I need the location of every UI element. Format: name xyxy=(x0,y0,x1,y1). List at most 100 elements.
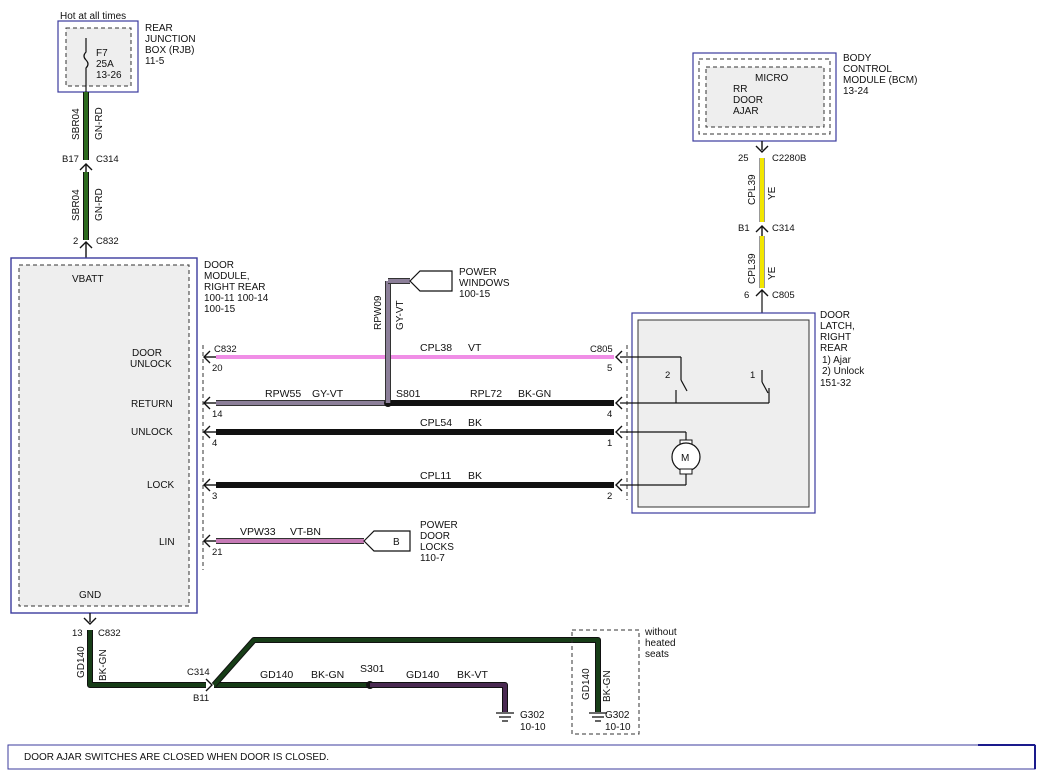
switch-2-blade xyxy=(680,379,688,392)
wire-vpw33-circuit: VPW33 xyxy=(240,526,276,538)
wire-gd140-b-circuit: GD140 xyxy=(406,669,439,681)
pin-2: 2 xyxy=(73,236,78,247)
connector-c832-bottom-symbol xyxy=(83,617,97,625)
power-door-locks-label-3: LOCKS xyxy=(420,542,454,553)
pin-20: 20 xyxy=(212,363,223,374)
wire-rpw09-color: GY-VT xyxy=(395,300,406,330)
rjb-label-1: REAR xyxy=(145,23,173,34)
power-door-locks-label-4: 110-7 xyxy=(420,553,445,564)
wire-gd140-vertical-circuit: GD140 xyxy=(76,646,87,678)
bcm-micro-box xyxy=(705,66,825,128)
without-heated-seats-box xyxy=(571,629,640,735)
wire-sbr04-bottom-color: GN-RD xyxy=(94,188,105,221)
pin-2-right-symbol xyxy=(615,478,623,492)
connector-c832-bottom: C832 xyxy=(98,628,121,639)
connector-c314-bottom-symbol xyxy=(205,678,213,692)
pin-b1: B1 xyxy=(738,223,750,234)
wire-cpl39-top-circuit: CPL39 xyxy=(747,174,758,205)
connector-c2280b-symbol xyxy=(755,145,769,153)
bcm-micro: MICRO xyxy=(755,73,789,84)
wire-rpw55-color: GY-VT xyxy=(312,388,344,400)
motor-label: M xyxy=(681,453,689,464)
wire-cpl39-top-color: YE xyxy=(767,186,778,200)
power-door-locks-label-2: DOOR xyxy=(420,531,450,542)
latch-label-4: REAR xyxy=(820,343,848,354)
door-module-label-1: DOOR xyxy=(204,260,234,271)
without-heated-seats-2: heated xyxy=(645,638,676,649)
connector-c805-top: C805 xyxy=(772,290,795,301)
latch-label-3: RIGHT xyxy=(820,332,851,343)
power-windows-label-1: POWER xyxy=(459,267,497,278)
wire-vpw33-color: VT-BN xyxy=(290,526,321,538)
door-module-gnd: GND xyxy=(79,590,101,601)
fuse-header: Hot at all times xyxy=(60,11,126,22)
wire-cpl11-color: BK xyxy=(468,470,482,482)
fuse-symbol xyxy=(83,38,89,92)
connector-c314-right: C314 xyxy=(772,223,795,234)
pin-label-unlock-1: UNLOCK xyxy=(130,359,172,370)
pin-25: 25 xyxy=(738,153,749,164)
ground-g302-b-ref: 10-10 xyxy=(605,722,631,733)
ground-g302-a: G302 xyxy=(520,710,545,721)
splice-s301: S301 xyxy=(360,663,385,675)
pin-14: 14 xyxy=(212,409,223,420)
fuse-ref: 13-26 xyxy=(96,70,122,81)
pin-1-symbol xyxy=(615,425,623,439)
pin-5: 5 xyxy=(607,363,612,374)
power-door-locks-connector xyxy=(363,530,411,552)
without-heated-seats-1: without xyxy=(644,627,677,638)
without-heated-seats-3: seats xyxy=(645,649,669,660)
wire-cpl38-color: VT xyxy=(468,342,482,354)
wire-gd140-right-color: BK-GN xyxy=(602,670,613,702)
door-module-label-3: RIGHT REAR xyxy=(204,282,266,293)
pin-6: 6 xyxy=(744,290,749,301)
bcm-label-4: 13-24 xyxy=(843,86,869,97)
bcm-label-1: BODY xyxy=(843,53,872,64)
wire-gd140-b xyxy=(370,683,507,712)
pin-1: 1 xyxy=(607,438,612,449)
ground-g302-b-symbol xyxy=(589,712,607,722)
switch-1-blade xyxy=(761,381,769,394)
wire-cpl54-circuit: CPL54 xyxy=(420,417,452,429)
bcm-label-3: MODULE (BCM) xyxy=(843,75,917,86)
pin-5-symbol xyxy=(615,350,623,364)
pin-4-right-symbol xyxy=(615,396,623,410)
footer-note: DOOR AJAR SWITCHES ARE CLOSED WHEN DOOR … xyxy=(24,752,329,763)
switch-1-label: 1 xyxy=(750,370,755,381)
ground-g302-a-ref: 10-10 xyxy=(520,722,546,733)
bcm-rr: RR xyxy=(733,84,747,95)
wire-cpl39-bottom-color: YE xyxy=(767,266,778,280)
rjb-label-3: BOX (RJB) xyxy=(145,45,194,56)
wire-rpl72-color: BK-GN xyxy=(518,388,551,400)
pin-b11: B11 xyxy=(193,693,209,704)
ground-g302-b: G302 xyxy=(605,710,630,721)
pin-4-right: 4 xyxy=(607,409,612,420)
fuse-rating: 25A xyxy=(96,59,114,70)
wire-gd140-right xyxy=(212,638,600,712)
rjb-label-2: JUNCTION xyxy=(145,34,196,45)
wire-gd140-a-color: BK-GN xyxy=(311,669,344,681)
rjb-label-4: 11-5 xyxy=(145,56,165,67)
latch-label-6: 2) Unlock xyxy=(822,366,865,377)
pin-21: 21 xyxy=(212,547,223,558)
door-module-vbatt: VBATT xyxy=(72,274,103,285)
wire-cpl39-bottom-circuit: CPL39 xyxy=(747,253,758,284)
wire-rpw55-circuit: RPW55 xyxy=(265,388,301,400)
connector-c832-left: C832 xyxy=(214,344,237,355)
wire-sbr04-top-circuit: SBR04 xyxy=(71,108,82,140)
bcm-ajar: AJAR xyxy=(733,106,759,117)
wire-gd140-b-color: BK-VT xyxy=(457,669,489,681)
wire-gd140-a-circuit: GD140 xyxy=(260,669,293,681)
door-module-label-2: MODULE, xyxy=(204,271,250,282)
ground-g302-a-symbol xyxy=(496,712,514,722)
power-door-locks-tag: B xyxy=(393,537,400,548)
power-windows-label-2: WINDOWS xyxy=(459,278,510,289)
pin-label-unlock: UNLOCK xyxy=(131,427,173,438)
latch-label-1: DOOR xyxy=(820,310,850,321)
wire-cpl54-color: BK xyxy=(468,417,482,429)
latch-label-5: 1) Ajar xyxy=(822,355,852,366)
pin-label-door: DOOR xyxy=(132,348,162,359)
latch-label-7: 151-32 xyxy=(820,378,852,389)
door-module-label-4: 100-11 100-14 xyxy=(204,293,269,304)
